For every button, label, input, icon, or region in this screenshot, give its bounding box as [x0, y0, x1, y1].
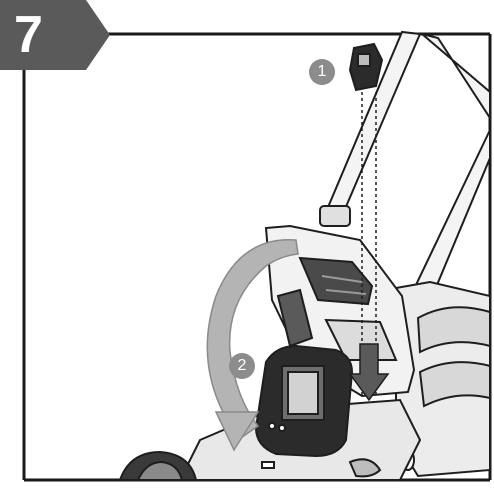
battery-led-1	[268, 422, 276, 430]
insert-arrow-shape	[348, 343, 390, 402]
battery-led-2	[278, 424, 286, 432]
battery-label	[287, 371, 319, 415]
step-badge: 7	[0, 0, 112, 70]
step-number: 7	[14, 6, 43, 64]
rotate-arrow	[206, 239, 299, 452]
front-latch	[261, 461, 275, 469]
safety-key-icon	[348, 42, 384, 92]
cover-side-panel	[276, 288, 314, 348]
step-badge-shape	[0, 0, 110, 70]
curved-arrow-icon	[206, 239, 299, 442]
front-knob	[348, 458, 382, 478]
handle-crossbar	[421, 33, 491, 122]
mower-handle	[319, 30, 491, 318]
cover-grip-ribs	[321, 275, 367, 295]
deck-vent-2	[418, 361, 491, 408]
front-wheel-hub	[136, 460, 184, 481]
curved-arrow-head	[214, 411, 260, 452]
battery-pack	[254, 344, 354, 458]
down-arrow-icon	[348, 343, 390, 402]
deck-vent-1	[416, 306, 491, 354]
callout-1: 1	[309, 59, 335, 85]
handle-clamp	[319, 205, 351, 227]
callout-2: 2	[229, 353, 255, 379]
safety-key-slot	[357, 53, 371, 67]
